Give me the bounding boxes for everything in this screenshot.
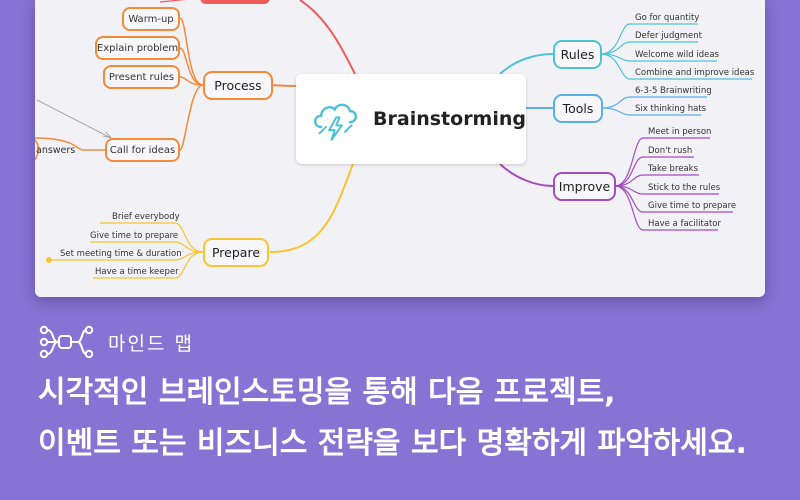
improve-item-stick[interactable]: Stick to the rules [648,183,721,193]
headline-line-2: 이벤트 또는 비즈니스 전략을 보다 명확하게 파악하세요. [38,426,747,461]
prepare-item-time[interactable]: Give time to prepare [90,231,179,241]
improve-item-facilitator[interactable]: Have a facilitator [648,219,722,229]
prepare-item-meeting[interactable]: Set meeting time & duration [60,249,182,259]
caption-label: 마인드 맵 [108,332,194,355]
node-rules[interactable]: Rules [553,40,602,69]
central-topic-title: Brainstorming [373,108,526,130]
improve-item-time[interactable]: Give time to prepare [648,201,737,211]
tools-item-hats[interactable]: Six thinking hats [635,104,707,114]
rules-item-defer[interactable]: Defer judgment [635,31,702,41]
feature-caption: 마인드 맵 [38,322,194,362]
node-improve[interactable]: Improve [553,172,616,201]
rules-item-combine[interactable]: Combine and improve ideas [635,68,755,78]
improve-item-rush[interactable]: Don't rush [648,146,693,156]
improve-item-breaks[interactable]: Take breaks [648,164,699,174]
node-present-rules[interactable]: Present rules [103,65,180,89]
node-prepare[interactable]: Prepare [203,238,269,267]
central-topic[interactable]: Brainstorming [296,74,526,164]
cloud-lightning-icon [314,103,358,141]
rules-item-wild[interactable]: Welcome wild ideas [635,50,719,60]
mind-map-connectors [35,0,752,279]
node-explain-problem[interactable]: Explain problem [95,36,180,60]
prepare-item-keeper[interactable]: Have a time keeper [95,267,179,277]
tools-item-brainwriting[interactable]: 6-3-5 Brainwriting [635,86,712,96]
node-answers-partial[interactable]: answers [36,145,76,156]
node-tools[interactable]: Tools [553,94,603,123]
node-process[interactable]: Process [203,71,273,100]
mind-map-icon [39,325,94,359]
node-warm-up[interactable]: Warm-up [122,7,180,31]
prepare-item-brief[interactable]: Brief everybody [112,212,180,222]
headline-line-1: 시각적인 브레인스토밍을 통해 다음 프로젝트, [38,375,616,410]
node-call-for-ideas[interactable]: Call for ideas [105,138,180,162]
mind-map-canvas[interactable]: Warm-up Explain problem Present rules Pr… [35,0,765,297]
improve-item-meet[interactable]: Meet in person [648,127,712,137]
rules-item-quantity[interactable]: Go for quantity [635,13,700,23]
